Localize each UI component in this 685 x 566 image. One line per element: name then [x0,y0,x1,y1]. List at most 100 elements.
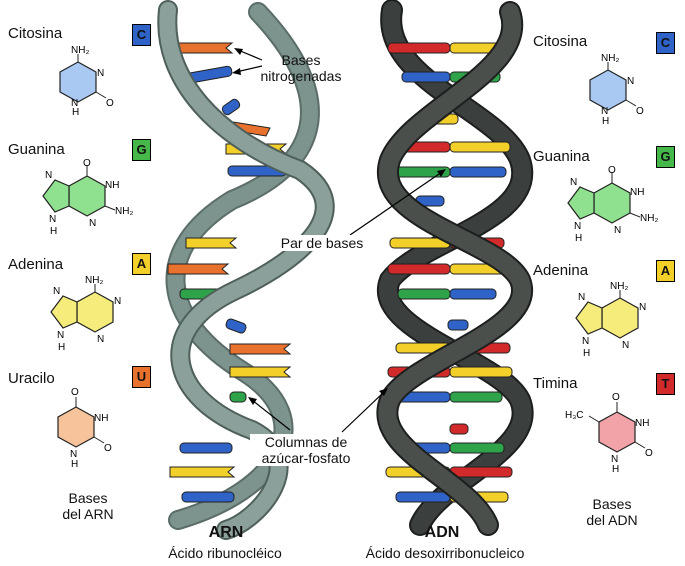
uracil-molecule: O NH O N H [57,387,112,467]
svg-text:NH₂: NH₂ [610,281,628,292]
svg-text:N: N [71,98,78,109]
adenine-molecule-rna: NH₂ N N N N H [50,275,121,353]
label-citosina-dna: Citosina [533,33,588,50]
arrowhead-par-bases [437,169,446,177]
dna-pair-10-blue [447,319,469,331]
dna-pair-17-blue [395,491,451,503]
dna-title: ADN [424,524,460,541]
annotation-par-de-bases: Par de bases [272,235,372,251]
rna-base-yellow-4 [169,466,236,478]
caption-bases-adn: Bases del ADN [586,496,638,528]
svg-text:N: N [97,334,104,345]
svg-text:O: O [645,448,653,459]
svg-text:N: N [57,330,64,341]
rna-base-orange-4 [229,343,292,355]
arrow-bases-upper [237,49,263,61]
svg-text:N: N [627,76,634,87]
label-adenina-rna: Adenina [8,256,64,273]
badge-g-dna: G [656,146,675,168]
svg-text:N: N [574,221,581,232]
svg-text:N: N [97,68,104,79]
svg-text:NH₂: NH₂ [640,213,658,224]
label-adenina-dna: Adenina [533,262,589,279]
cytosine-molecule-rna: NH₂ N O H N [59,45,114,118]
svg-text:N: N [45,170,52,181]
svg-text:O: O [71,387,79,398]
dna-backbone-b [378,3,531,534]
svg-text:N: N [601,106,608,117]
svg-text:N: N [89,218,96,229]
svg-text:NH₂: NH₂ [71,45,89,56]
annotation-arrows [232,48,446,433]
svg-text:N: N [114,296,121,307]
svg-text:N: N [582,336,589,347]
svg-text:NH₂: NH₂ [601,53,619,64]
arrowhead-columnas-left [248,397,257,405]
svg-text:O: O [83,158,91,169]
svg-text:O: O [106,98,114,109]
dna-pair-14-red [449,423,469,435]
svg-text:NH: NH [630,187,644,198]
rna-base-orange-3 [167,263,230,275]
badge-u: U [132,366,151,388]
dna-pair-9-green [397,288,451,300]
svg-text:NH: NH [105,180,119,191]
svg-text:O: O [636,106,644,117]
svg-text:O: O [612,392,620,403]
dna-subtitle: Ácido desoxirribonucleico [365,545,525,561]
dna-pair-2-blue [401,71,451,83]
svg-text:NH₂: NH₂ [85,275,103,286]
badge-g-rna: G [132,139,151,161]
label-guanina-rna: Guanina [8,141,65,158]
arrowhead-bases-lower [232,68,241,75]
svg-text:H: H [50,226,57,237]
adenine-molecule-dna: NH₂ N N N N H [575,281,646,359]
badge-c-dna: C [656,32,675,54]
dna-pair-1-red [387,42,451,54]
label-timina: Timina [533,375,578,392]
svg-text:N: N [578,292,585,303]
label-guanina-dna: Guanina [533,148,590,165]
svg-text:O: O [608,165,616,176]
svg-text:H: H [71,459,78,467]
svg-text:N: N [49,214,56,225]
svg-text:N: N [639,302,646,313]
dna-pair-15-green [449,442,505,454]
dna-helix [376,0,534,536]
cytosine-molecule-dna: NH₂ N O N H [589,53,644,127]
svg-text:O: O [104,443,112,454]
rna-base-green-2 [229,391,247,403]
dna-pair-4-yellow [449,141,511,153]
rna-base-blue-6 [181,491,235,503]
dna-pair-9-blue [449,288,497,300]
svg-text:NH: NH [635,418,649,429]
svg-text:N: N [53,286,60,297]
arrow-columnas-right [341,391,385,433]
badge-a-dna: A [656,260,675,282]
arrowhead-columnas-right [379,388,388,396]
svg-text:NH₂: NH₂ [115,206,133,217]
dna-pair-16-red [449,466,513,478]
svg-text:N: N [611,454,618,465]
rna-title: ARN [208,524,244,541]
rna-base-blue-4 [225,318,247,334]
svg-text:N: N [570,177,577,188]
svg-text:H: H [612,464,619,472]
badge-t: T [656,373,675,395]
svg-text:H: H [583,348,590,359]
svg-text:NH: NH [94,413,108,424]
rna-base-blue-2 [221,98,241,116]
dna-pair-8-red [387,263,451,275]
svg-text:N: N [622,340,629,351]
svg-text:H₃C: H₃C [565,410,584,421]
dna-pair-13-green [449,391,503,403]
rna-base-yellow-2 [185,237,238,249]
badge-a-rna: A [132,253,151,275]
arrowhead-bases-upper [234,48,243,55]
dna-backbone-a [379,1,532,534]
dna-pair-5-blue [449,166,507,178]
svg-text:N: N [70,449,77,460]
arrow-columnas-left [251,399,291,431]
svg-text:H: H [72,107,79,118]
